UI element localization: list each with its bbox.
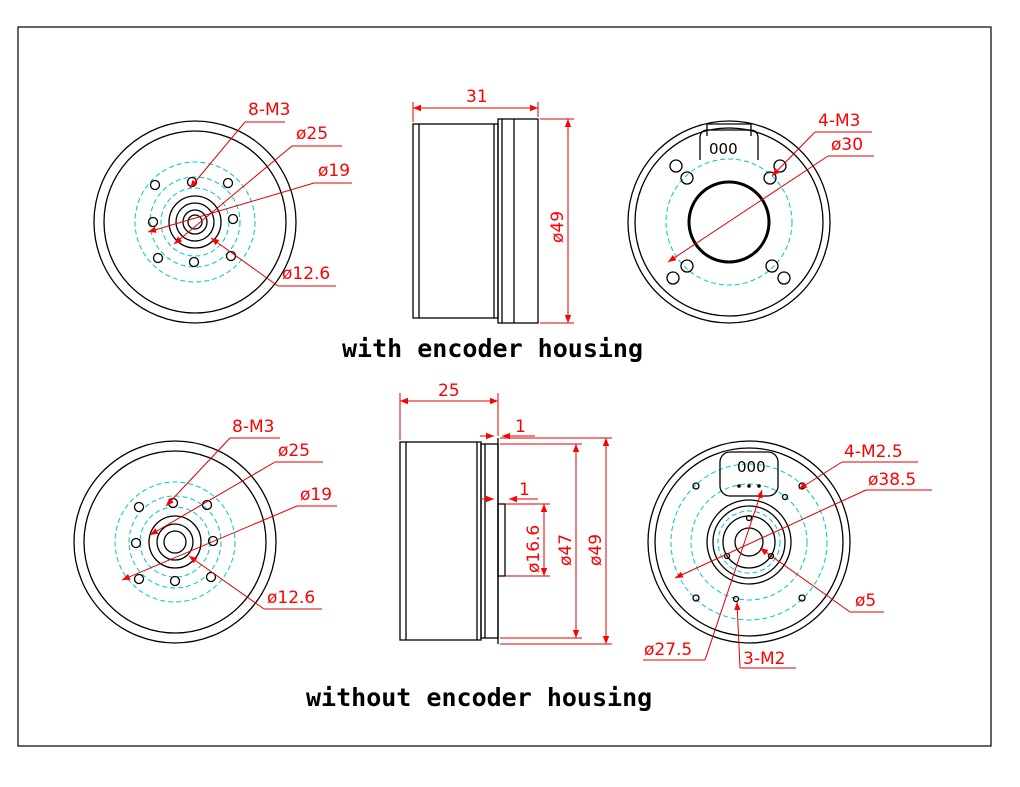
drawing-border [17,26,992,747]
caption-with-encoder: with encoder housing [342,334,643,363]
connector-pins [737,484,761,488]
step-mid-label: 1 [519,480,530,500]
dia-inner-label: ø27.5 [644,640,692,660]
dia-outer-label: ø38.5 [868,470,916,490]
mounting-holes [130,497,219,587]
shaft-dia-label: ø16.6 [524,525,544,573]
connector-label: 000 [709,140,738,158]
holes-label: 4-M2.5 [844,442,903,462]
top-rear-view: 000 4-M3 ø30 [627,111,874,324]
mounting-holes [666,159,791,285]
dia-mid-label: ø19 [300,485,332,505]
dia-small-label: ø5 [855,591,876,611]
dia-label: ø30 [831,135,863,155]
dia-mid-label: ø19 [318,161,350,181]
dia-inner-label: ø12.6 [267,588,315,608]
length-label: 25 [438,381,460,401]
bottom-side-view: 25 1 1 ø16.6 ø47 ø49 [399,381,612,645]
connector-label: 000 [737,458,766,476]
holes-label: 8-M3 [248,100,290,120]
diameter-label: ø49 [548,211,568,243]
dia-outer-label: ø25 [278,441,310,461]
caption-without-encoder: without encoder housing [306,683,652,712]
bottom-rear-view: 000 4-M2.5 ø38.5 ø5 ø27.5 3-M2 [643,440,932,669]
step-top-label: 1 [515,417,526,437]
holes-label: 4-M3 [818,111,860,131]
top-front-view: 8-M3 ø25 ø19 ø12.6 [93,100,352,324]
holes-label: 8-M3 [232,417,274,437]
outer-dia-label: ø49 [586,534,606,566]
length-label: 31 [466,87,488,107]
dia-outer-label: ø25 [296,124,328,144]
small-holes-label: 3-M2 [743,649,785,669]
body-dia-label: ø47 [556,534,576,566]
bottom-front-view: 8-M3 ø25 ø19 ø12.6 [73,417,337,644]
top-side-view: 31 ø49 [412,87,574,324]
dia-inner-label: ø12.6 [282,264,330,284]
